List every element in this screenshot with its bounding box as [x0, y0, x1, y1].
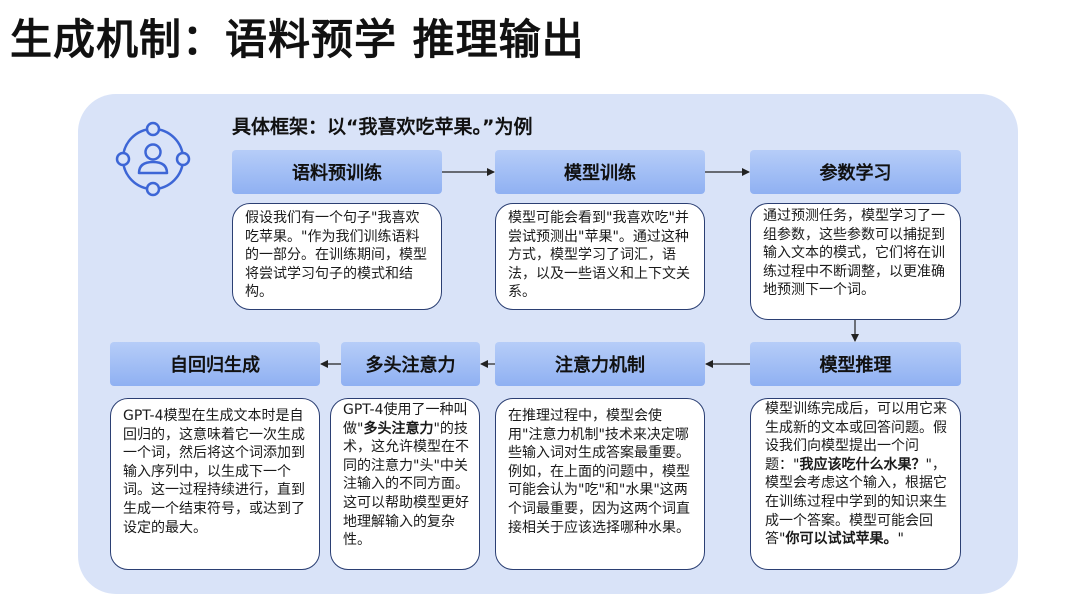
step-autoreg-text: GPT-4模型在生成文本时是自回归的，这意味着它一次生成一个词，然后将这个词添加…: [110, 398, 320, 570]
step-multihead-text: GPT-4使用了一种叫做"多头注意力"的技术，这允许模型在不同的注意力"头"中关…: [330, 398, 480, 570]
infer-bold-question: 我应该吃什么水果？: [799, 456, 926, 473]
page-title: 生成机制：语料预学 推理输出: [10, 15, 585, 64]
step-pretrain-header: 语料预训练: [232, 150, 442, 194]
infer-text-part3: ": [897, 531, 904, 548]
step-train-text: 模型可能会看到"我喜欢吃"并尝试预测出"苹果"。通过这种方式，模型学习了词汇，语…: [495, 203, 705, 310]
infer-text-part1: 模型训练完成后，可以用它来生成新的文本或回答问题。假设我们向模型提出一个问题：": [765, 401, 947, 473]
infer-text-part2: "，模型会考虑这个输入，根据它在训练过程中学到的知识来生成一个答案。模型可能会回…: [765, 456, 947, 548]
multihead-bold-term: 多头注意力: [363, 420, 434, 437]
step-infer-header: 模型推理: [750, 342, 961, 386]
framework-subtitle: 具体框架：以“我喜欢吃苹果。”为例: [232, 116, 533, 138]
multihead-text-part2: "的技术，这允许模型在不同的注意力"头"中关注输入的不同方面。这可以帮助模型更好…: [343, 420, 469, 549]
infer-bold-answer: 你可以试试苹果。: [785, 531, 898, 548]
step-multihead-header: 多头注意力: [341, 342, 480, 386]
multihead-text-part1: GPT-4使用了一种叫做": [343, 402, 468, 437]
people-network-icon: [115, 121, 191, 197]
step-params-header: 参数学习: [750, 150, 961, 194]
step-params-text: 通过预测任务，模型学习了一组参数，这些参数可以捕捉到输入文本的模式，它们将在训练…: [750, 203, 961, 320]
step-attention-text: 在推理过程中，模型会使用"注意力机制"技术来决定哪些输入词对生成答案最重要。例如…: [495, 398, 705, 570]
step-pretrain-text: 假设我们有一个句子"我喜欢吃苹果。"作为我们训练语料的一部分。在训练期间，模型将…: [232, 203, 442, 310]
step-autoreg-header: 自回归生成: [110, 342, 320, 386]
step-train-header: 模型训练: [495, 150, 705, 194]
step-attention-header: 注意力机制: [495, 342, 705, 386]
step-infer-text: 模型训练完成后，可以用它来生成新的文本或回答问题。假设我们向模型提出一个问题："…: [750, 398, 961, 570]
